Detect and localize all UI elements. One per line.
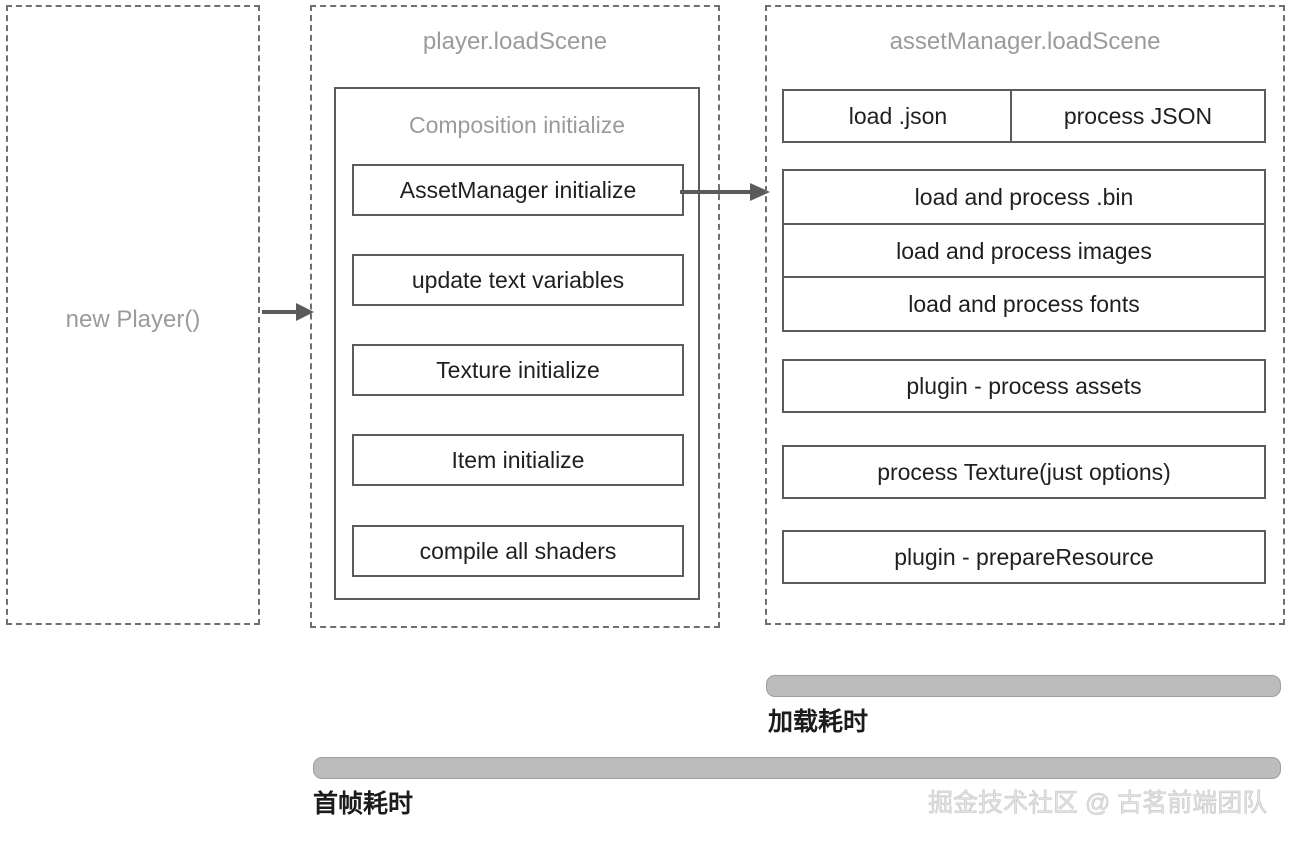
step-texture-initialize[interactable]: Texture initialize <box>352 344 684 396</box>
step-process-json[interactable]: process JSON <box>1010 89 1266 143</box>
group-player-loadscene-title: player.loadScene <box>422 28 608 55</box>
load-duration-bar <box>766 675 1281 697</box>
step-plugin-process-assets[interactable]: plugin - process assets <box>782 359 1266 413</box>
step-load-and-process-bin[interactable]: load and process .bin <box>784 171 1264 225</box>
arrow-new-player-to-player-loadscene <box>262 300 314 324</box>
group-player-loadscene: player.loadScene Composition initialize … <box>310 5 720 628</box>
step-item-initialize[interactable]: Item initialize <box>352 434 684 486</box>
step-assetmanager-initialize[interactable]: AssetManager initialize <box>352 164 684 216</box>
step-process-texture-just-options[interactable]: process Texture(just options) <box>782 445 1266 499</box>
load-duration-label: 加载耗时 <box>768 708 869 736</box>
step-load-json[interactable]: load .json <box>782 89 1014 143</box>
step-update-text-variables[interactable]: update text variables <box>352 254 684 306</box>
stack-load-and-process: load and process .bin load and process i… <box>782 169 1266 332</box>
new-player-label: new Player() <box>65 306 201 333</box>
step-load-and-process-fonts[interactable]: load and process fonts <box>908 291 1140 318</box>
group-new-player: new Player() <box>6 5 260 625</box>
arrow-assetmanager-initialize-to-assetmanager-loadscene <box>680 180 770 204</box>
watermark: 掘金技术社区 @ 古茗前端团队 <box>928 789 1268 818</box>
step-plugin-prepareresource[interactable]: plugin - prepareResource <box>782 530 1266 584</box>
first-frame-duration-bar <box>313 757 1281 779</box>
step-compile-all-shaders[interactable]: compile all shaders <box>352 525 684 577</box>
group-assetmanager-loadscene-title: assetManager.loadScene <box>889 28 1161 55</box>
first-frame-duration-label: 首帧耗时 <box>313 790 414 818</box>
panel-composition-initialize: Composition initialize AssetManager init… <box>334 87 700 600</box>
step-load-and-process-images[interactable]: load and process images <box>784 225 1264 279</box>
group-assetmanager-loadscene: assetManager.loadScene load .json proces… <box>765 5 1285 625</box>
panel-composition-initialize-title: Composition initialize <box>408 112 626 138</box>
